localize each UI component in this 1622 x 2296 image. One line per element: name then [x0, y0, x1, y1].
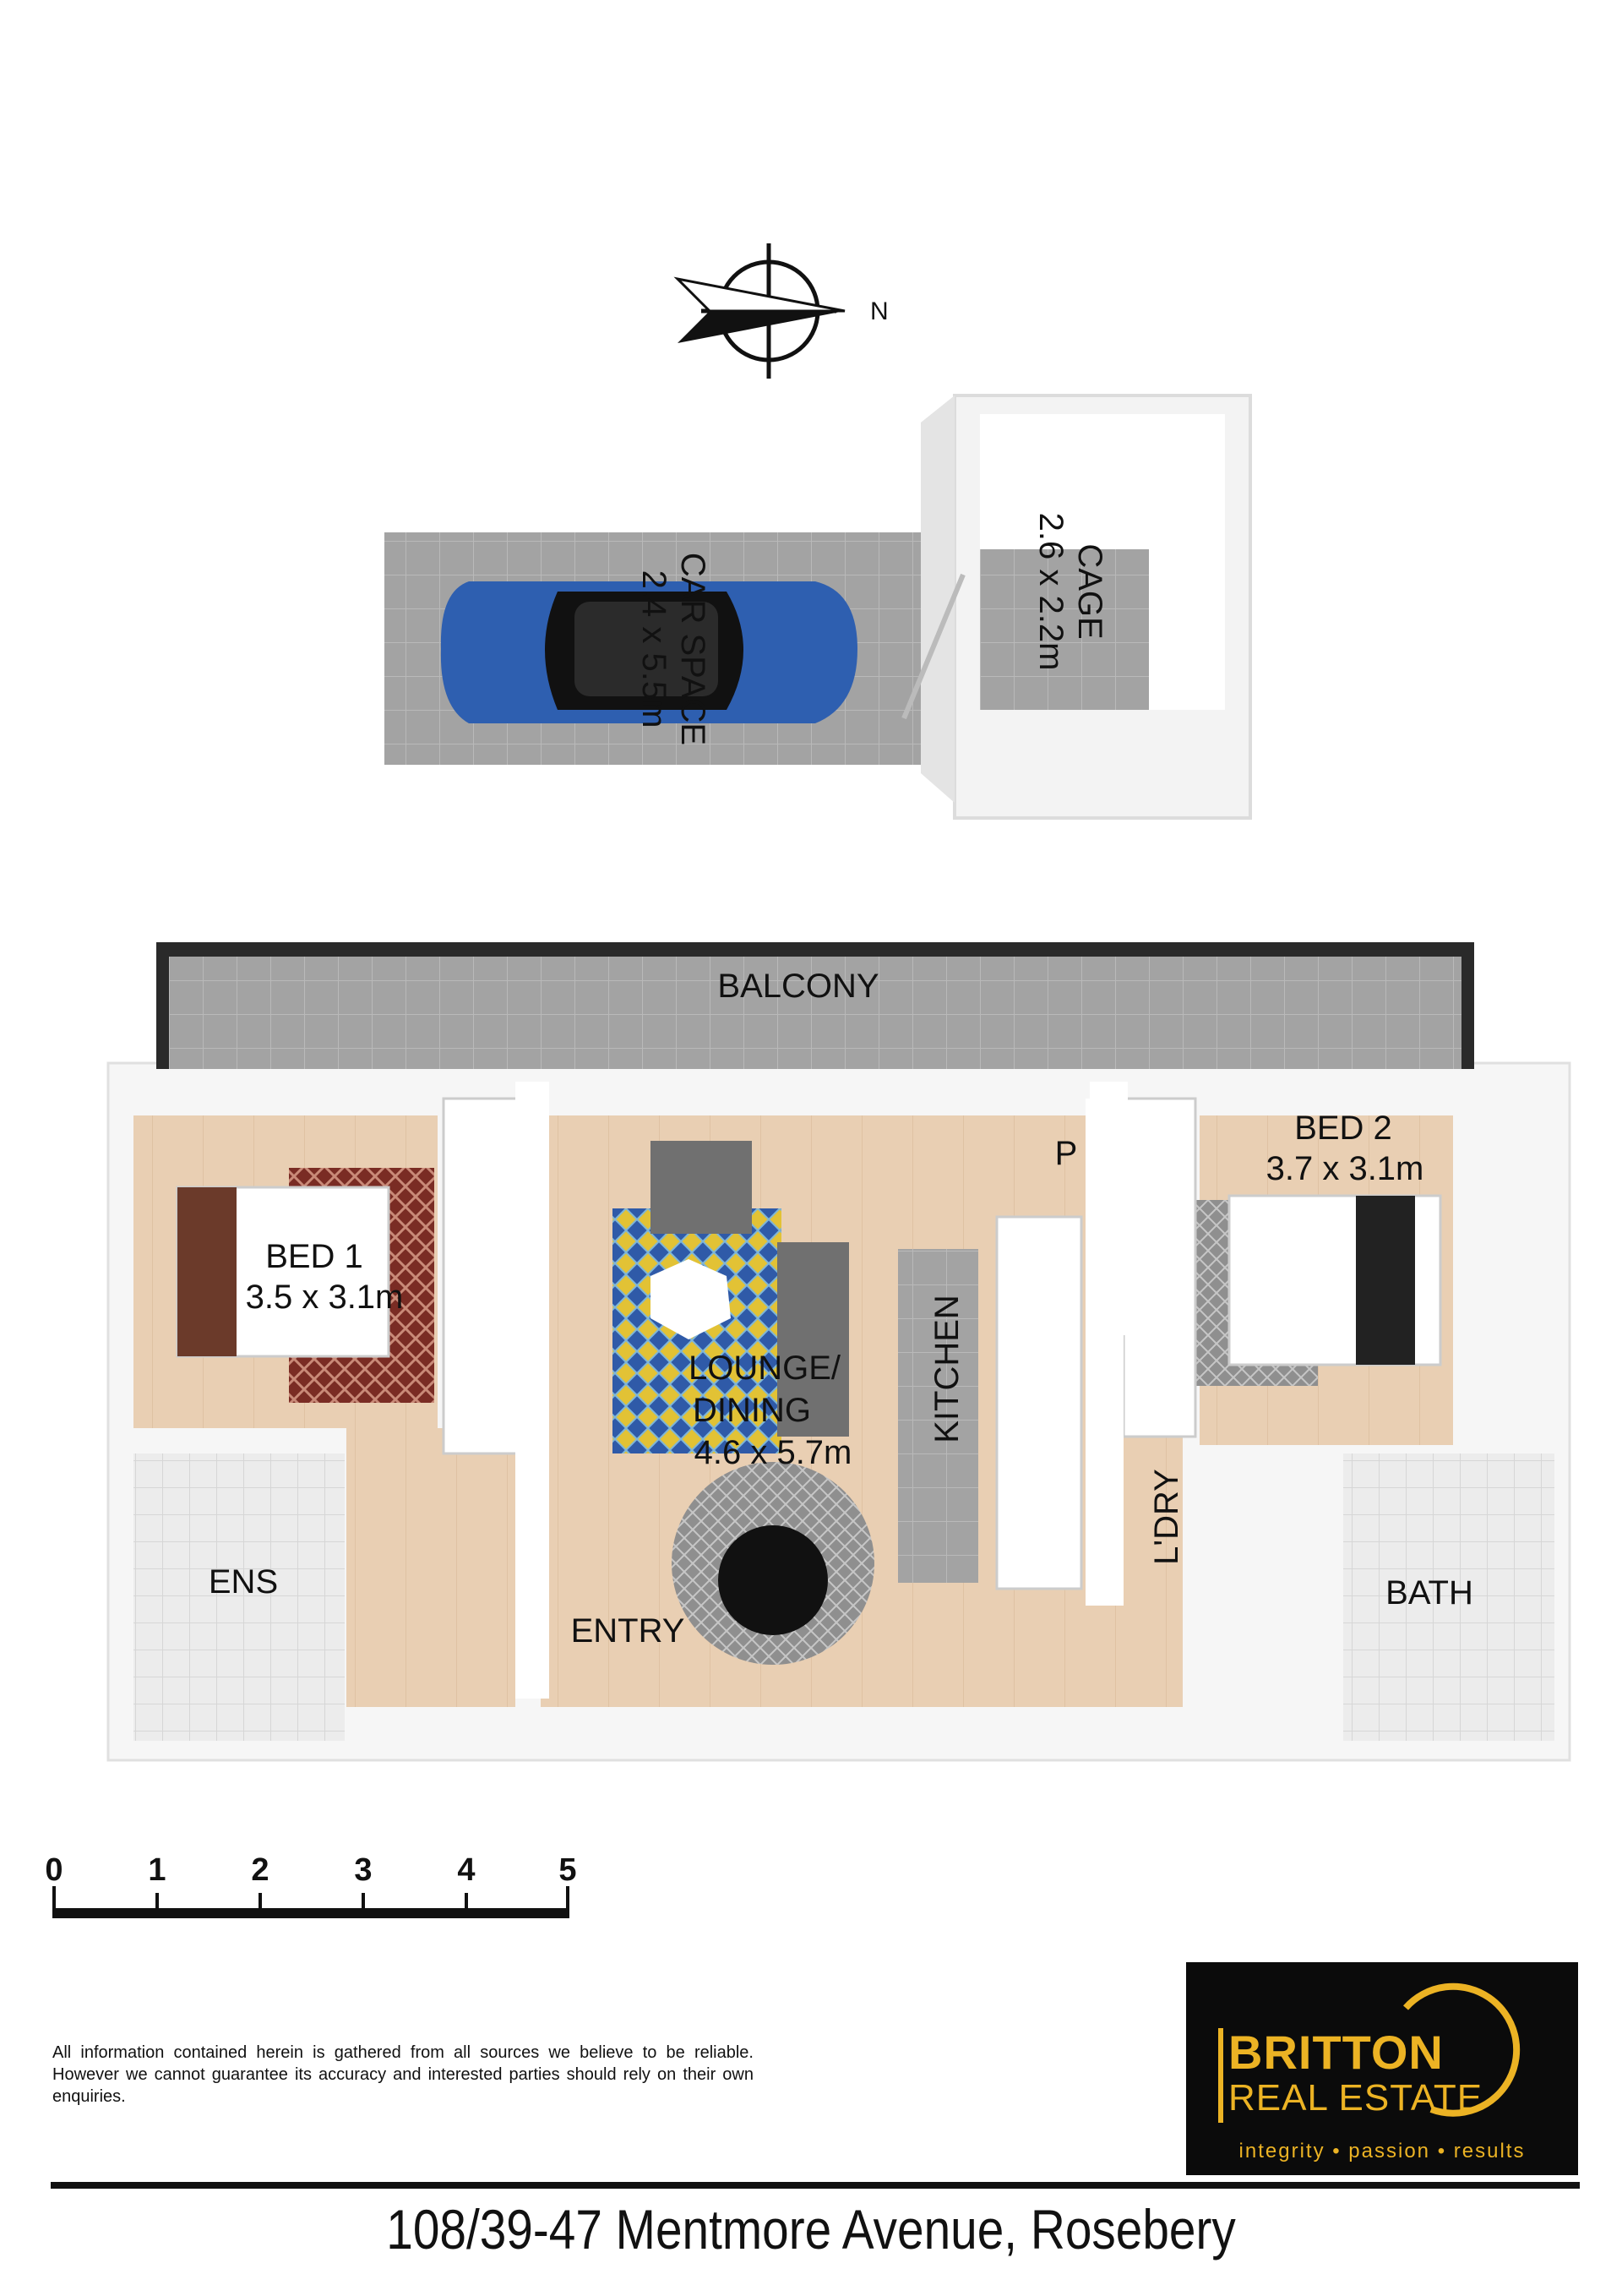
- property-address: 108/39-47 Mentmore Avenue, Rosebery: [386, 2198, 1236, 2261]
- logo-bar: [1218, 2028, 1223, 2123]
- ensuite-label: ENS: [209, 1563, 278, 1601]
- lounge-label-2: DINING: [693, 1392, 811, 1429]
- entry-label: ENTRY: [571, 1612, 685, 1650]
- bath-label: BATH: [1385, 1574, 1473, 1612]
- scale-tick-4: 4: [457, 1852, 475, 1888]
- logo-line2: REAL ESTATE: [1228, 2077, 1483, 2119]
- pantry-label: P: [1055, 1135, 1078, 1172]
- bed2-label: BED 2: [1294, 1110, 1392, 1147]
- floor-plan: N CAR SPACE 2.4 x 5.5m CAGE 2.6 x 2.2m: [45, 243, 1571, 1918]
- cage-name: CAGE: [1071, 543, 1108, 639]
- apartment-plan: [106, 942, 1571, 1762]
- laundry-label: L'DRY: [1148, 1469, 1185, 1565]
- car-space: CAR SPACE 2.4 x 5.5m: [384, 532, 933, 765]
- scale-tick-2: 2: [251, 1852, 269, 1888]
- north-label: N: [870, 297, 889, 325]
- bed1-size: 3.5 x 3.1m: [246, 1279, 404, 1316]
- balcony-label: BALCONY: [717, 968, 879, 1005]
- car-icon: [440, 581, 857, 723]
- scale-tick-3: 3: [354, 1852, 372, 1888]
- cage-size: 2.6 x 2.2m: [1032, 513, 1070, 671]
- kitchen-label: KITCHEN: [928, 1295, 966, 1443]
- bed1-label: BED 1: [265, 1238, 363, 1275]
- lounge-label-1: LOUNGE/: [689, 1350, 841, 1387]
- logo-ring-icon: [1403, 1982, 1521, 2117]
- logo-tagline: integrity • passion • results: [1238, 2140, 1526, 2162]
- scale-bar: 0 1 2 3 4 5: [45, 1852, 577, 1918]
- footer-divider: [51, 2182, 1580, 2189]
- scale-tick-1: 1: [148, 1852, 166, 1888]
- bed2-size: 3.7 x 3.1m: [1266, 1150, 1424, 1187]
- scale-tick-0: 0: [45, 1852, 63, 1888]
- disclaimer: All information contained herein is gath…: [52, 2043, 754, 2106]
- logo-line1: BRITTON: [1228, 2026, 1444, 2079]
- scale-tick-5: 5: [558, 1852, 576, 1888]
- lounge-size: 4.6 x 5.7m: [694, 1434, 852, 1471]
- car-space-size: 2.4 x 5.5m: [635, 570, 672, 728]
- compass-icon: [673, 243, 846, 379]
- car-space-name: CAR SPACE: [674, 553, 711, 745]
- cage: CAGE 2.6 x 2.2m: [901, 394, 1252, 820]
- britton-logo: BRITTON REAL ESTATE integrity • passion …: [1186, 1962, 1578, 2175]
